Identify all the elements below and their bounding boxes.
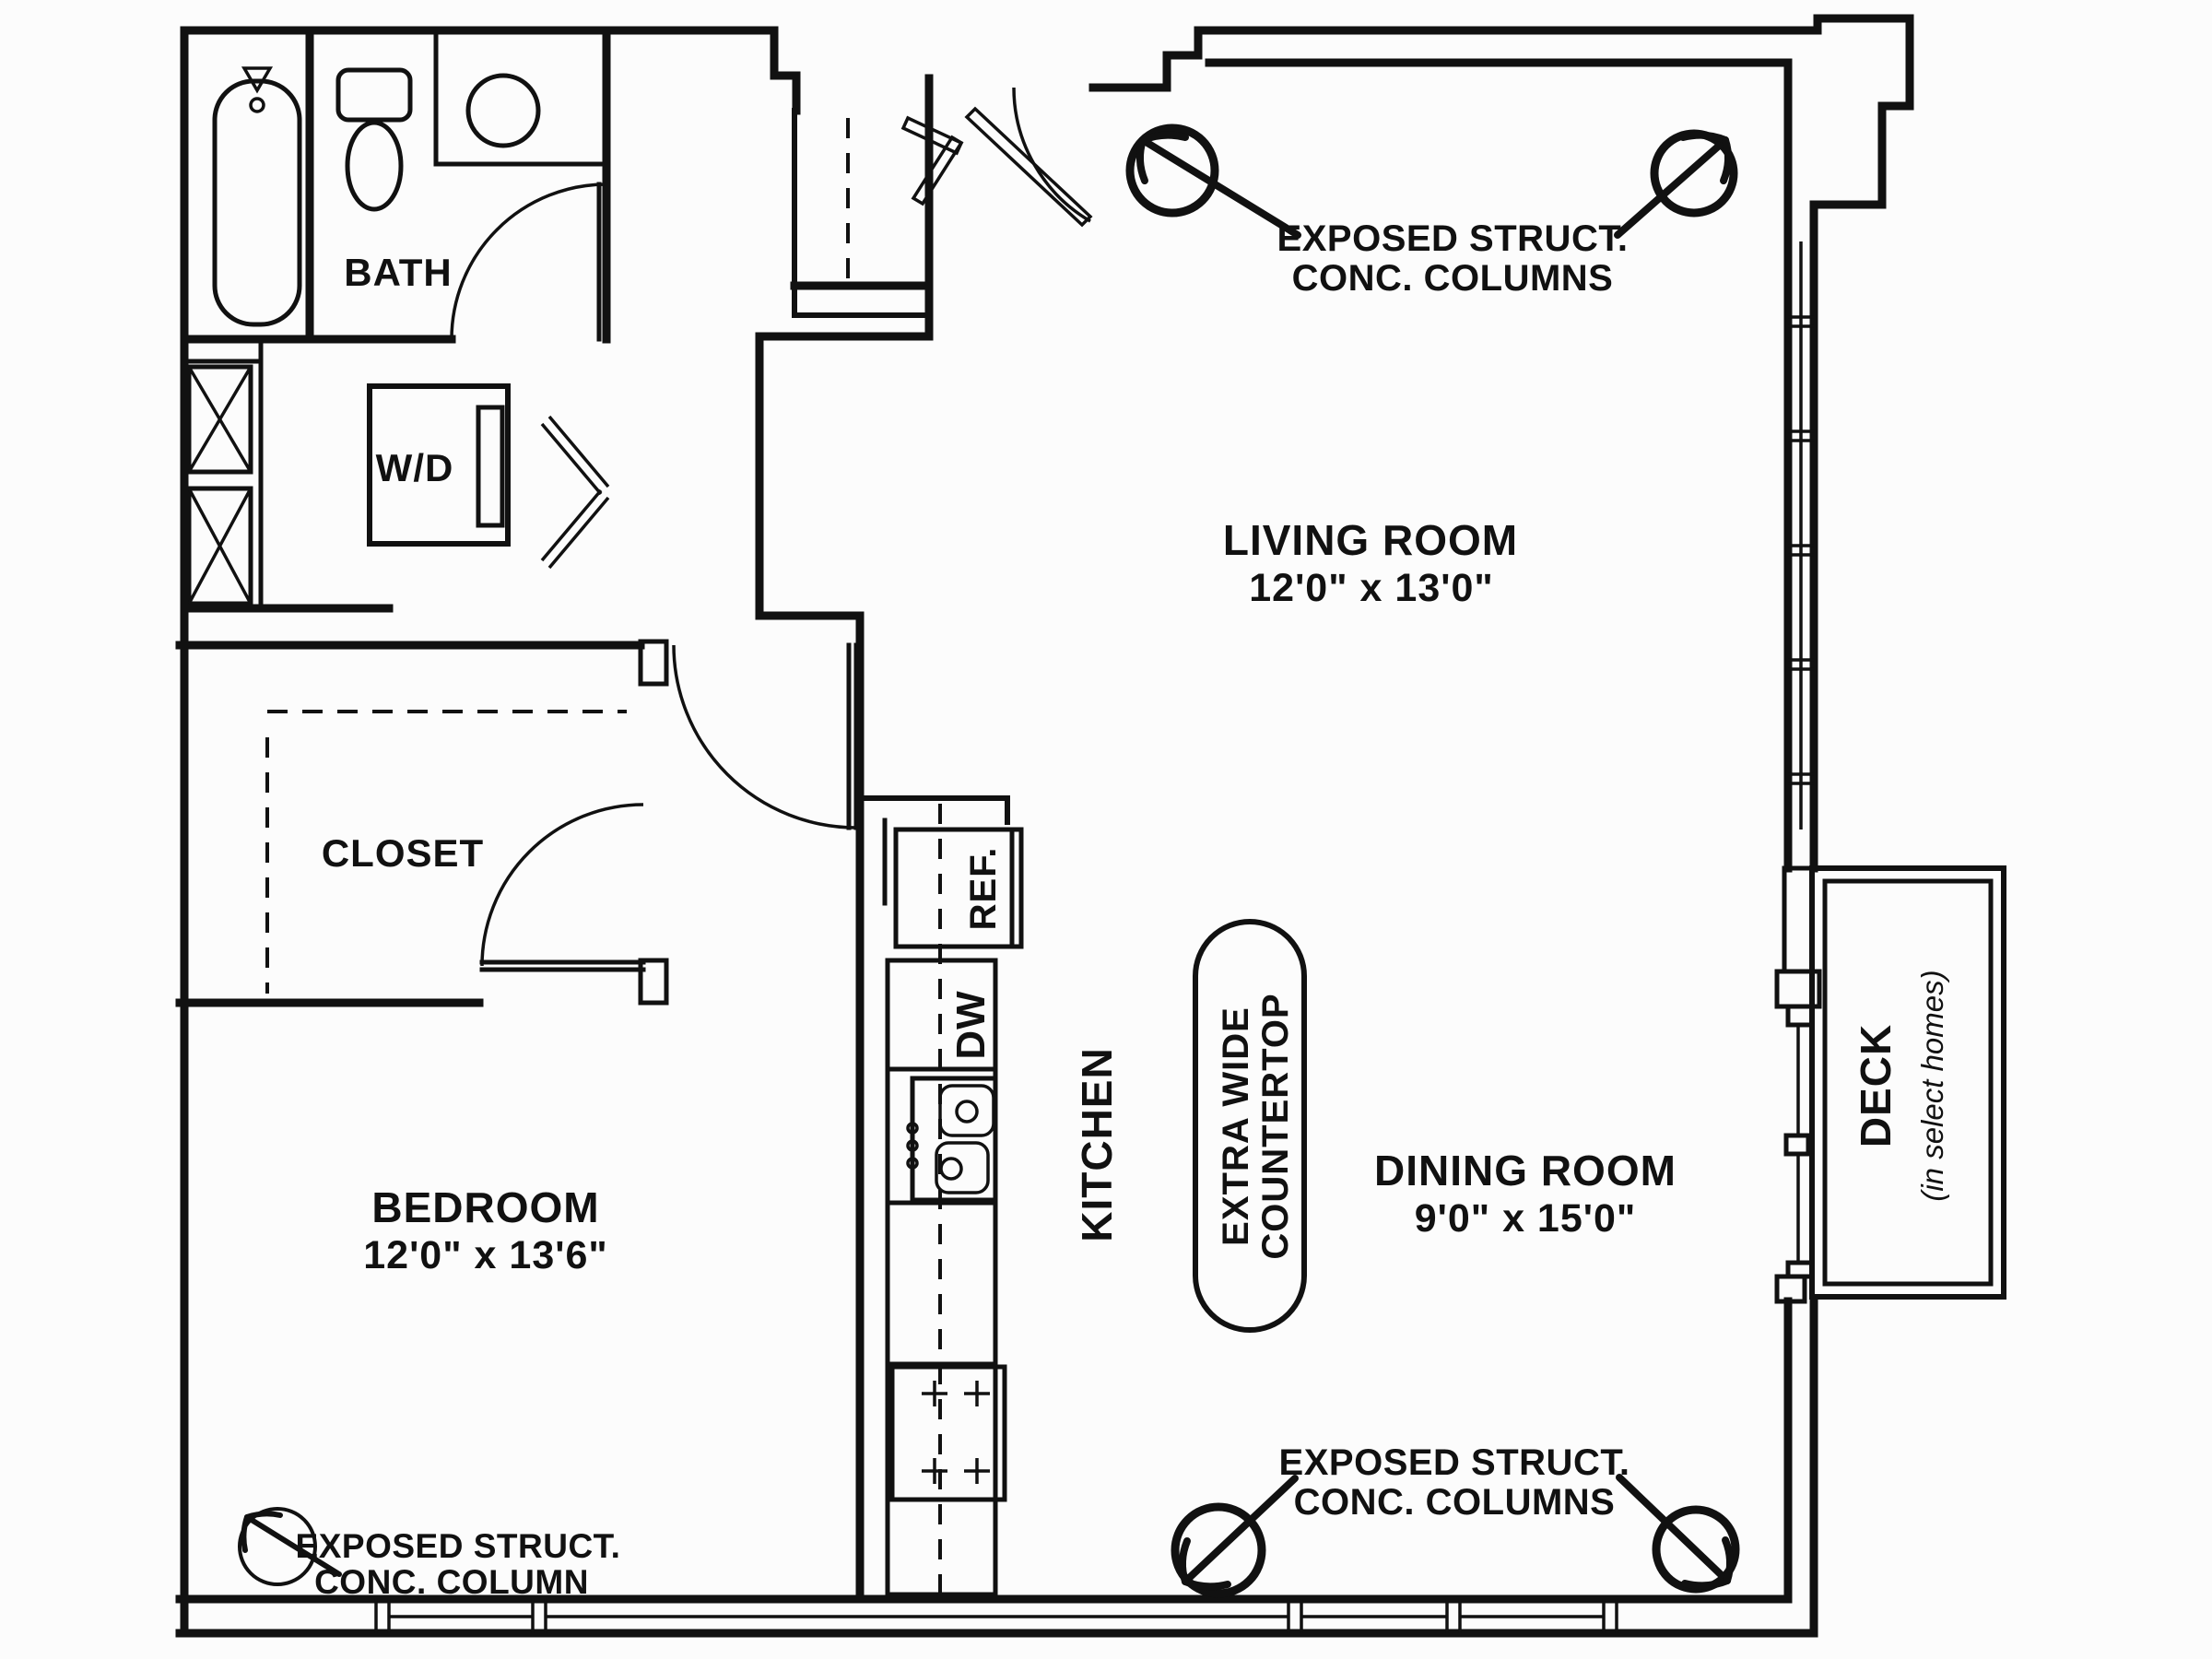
bifold-door-icon bbox=[540, 415, 610, 570]
refrigerator-label: REF. bbox=[963, 847, 1004, 931]
closet-label: CLOSET bbox=[322, 831, 484, 875]
bath-room: BATH bbox=[180, 26, 611, 344]
island-label-line1: EXTRA WIDE bbox=[1216, 1006, 1256, 1246]
kitchen-sink-icon bbox=[906, 1076, 998, 1203]
door-jamb bbox=[638, 958, 669, 1006]
refrigerator-icon bbox=[893, 827, 1024, 949]
kitchen-label: KITCHEN bbox=[1073, 1047, 1121, 1241]
annotation-bottom: EXPOSED STRUCT. CONC. COLUMNS bbox=[1279, 1442, 1630, 1523]
bath-door-swing-arc bbox=[450, 182, 607, 340]
bathtub-icon bbox=[212, 66, 302, 327]
annotation-bottom-left-line2: CONC. COLUMN bbox=[314, 1563, 589, 1601]
bedroom-room: BEDROOM 12'0" x 13'6" bbox=[363, 642, 859, 1277]
island-counter: EXTRA WIDE COUNTERTOP bbox=[1193, 919, 1307, 1333]
range-icon bbox=[889, 1364, 1007, 1502]
exterior-walls bbox=[175, 14, 1914, 1638]
bedroom-dims: 12'0" x 13'6" bbox=[363, 1233, 608, 1277]
annotation-bottom-line1: EXPOSED STRUCT. bbox=[1279, 1442, 1630, 1483]
column-marker-icon bbox=[1614, 129, 1738, 239]
entry-door-leaf-icon bbox=[911, 135, 964, 206]
shelving-x-boxes-icon bbox=[182, 336, 264, 611]
dining-room-dims: 9'0" x 15'0" bbox=[1415, 1196, 1637, 1241]
closet-door-swing-arc bbox=[480, 803, 644, 967]
entry-door bbox=[900, 87, 1093, 228]
island-label-line2: COUNTERTOP bbox=[1255, 993, 1296, 1259]
washer-dryer-icon bbox=[367, 383, 511, 547]
bedroom-door-swing-arc bbox=[672, 644, 857, 830]
annotation-top-line1: EXPOSED STRUCT. bbox=[1277, 218, 1629, 259]
annotation-bottom-left-line1: EXPOSED STRUCT. bbox=[296, 1527, 621, 1565]
door-jamb bbox=[638, 639, 669, 687]
deck-note: (in select homes) bbox=[1915, 970, 1949, 1201]
toilet-icon bbox=[335, 67, 413, 212]
annotation-top: EXPOSED STRUCT. CONC. COLUMNS bbox=[1277, 218, 1629, 299]
closet-room: CLOSET bbox=[175, 639, 669, 1007]
sliding-door-icon bbox=[1774, 865, 1822, 1304]
deck-railing bbox=[1809, 865, 2006, 1300]
bath-label: BATH bbox=[344, 251, 453, 294]
column-marker-icon bbox=[1171, 1475, 1299, 1598]
deck-area: DECK (in select homes) bbox=[1774, 865, 2006, 1304]
living-room-dims: 12'0" x 13'0" bbox=[1249, 566, 1494, 610]
hall-and-laundry: W/D bbox=[180, 332, 934, 620]
right-wall-windows bbox=[1788, 241, 1814, 830]
deck-label: DECK bbox=[1852, 1024, 1900, 1147]
living-room-label: LIVING ROOM bbox=[1223, 516, 1518, 564]
annotation-bottom-line2: CONC. COLUMNS bbox=[1294, 1482, 1616, 1523]
bath-sink-icon bbox=[433, 30, 609, 167]
annotation-bottom-left: EXPOSED STRUCT. CONC. COLUMN bbox=[296, 1527, 621, 1601]
column-marker-icon bbox=[1616, 1474, 1740, 1594]
entry-door-leaf-icon bbox=[964, 106, 1093, 228]
bottom-wall-windows bbox=[374, 1599, 1618, 1633]
column-marker-icon bbox=[1125, 124, 1301, 239]
dishwasher-label: DW bbox=[948, 990, 994, 1059]
kitchen-area: REF. DW bbox=[855, 611, 1121, 1604]
annotation-top-line2: CONC. COLUMNS bbox=[1292, 258, 1614, 299]
bedroom-label: BEDROOM bbox=[371, 1183, 599, 1231]
washer-dryer-label: W/D bbox=[376, 446, 454, 489]
dining-room-label: DINING ROOM bbox=[1374, 1147, 1677, 1194]
entry-closet bbox=[790, 74, 934, 341]
column-marker-icon bbox=[238, 1507, 342, 1586]
entry-door-swing-arc bbox=[1012, 87, 1091, 223]
